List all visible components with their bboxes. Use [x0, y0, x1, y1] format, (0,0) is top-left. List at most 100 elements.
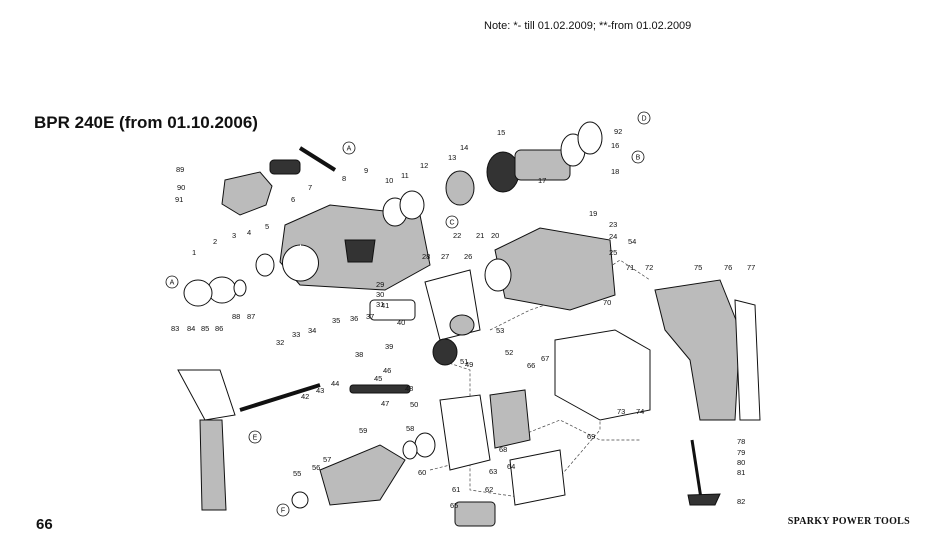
part-label-63: 63	[489, 467, 497, 476]
part-label-59: 59	[359, 426, 367, 435]
part-label-50: 50	[410, 400, 418, 409]
part-label-81: 81	[737, 468, 745, 477]
part-label-57: 57	[323, 455, 331, 464]
part-label-52: 52	[505, 348, 513, 357]
page-title: BPR 240E (from 01.10.2006)	[34, 113, 258, 132]
part-label-73: 73	[617, 407, 625, 416]
callout-a-top: A	[347, 146, 352, 153]
part-label-45: 45	[374, 374, 382, 383]
part-label-39: 39	[385, 342, 393, 351]
part-label-37: 37	[366, 312, 374, 321]
part-label-11: 11	[401, 171, 409, 180]
part-label-14: 14	[460, 143, 468, 152]
part-label-90: 90	[177, 183, 185, 192]
part-label-51: 51	[460, 357, 468, 366]
part-label-62: 62	[485, 485, 493, 494]
part-label-2: 2	[213, 237, 217, 246]
part-label-92: 92	[614, 127, 622, 136]
part-label-60: 60	[418, 468, 426, 477]
part-label-29: 29	[376, 280, 384, 289]
part-label-56: 56	[312, 463, 320, 472]
part-label-17: 17	[538, 176, 546, 185]
part-label-48: 48	[405, 384, 413, 393]
part-label-70: 70	[603, 298, 611, 307]
part-label-36: 36	[350, 314, 358, 323]
part-label-12: 12	[420, 161, 428, 170]
part-label-89: 89	[176, 165, 184, 174]
callout-b: B	[636, 155, 641, 162]
part-label-58: 58	[406, 424, 414, 433]
part-label-28: 28	[422, 252, 430, 261]
part-label-33: 33	[292, 330, 300, 339]
part-label-46: 46	[383, 366, 391, 375]
part-label-41: 41	[381, 301, 389, 310]
part-label-26: 26	[464, 252, 472, 261]
part-label-30: 30	[376, 290, 384, 299]
part-label-88: 88	[232, 312, 240, 321]
part-label-21: 21	[476, 231, 484, 240]
part-label-80: 80	[737, 458, 745, 467]
part-label-3: 3	[232, 231, 236, 240]
part-label-78: 78	[737, 437, 745, 446]
part-label-32: 32	[276, 338, 284, 347]
part-label-42: 42	[301, 392, 309, 401]
footer-brand: SPARKY POWER TOOLS	[787, 516, 910, 527]
part-label-38: 38	[355, 350, 363, 359]
part-label-66: 66	[527, 361, 535, 370]
part-label-7: 7	[308, 183, 312, 192]
part-label-43: 43	[316, 386, 324, 395]
part-label-13: 13	[448, 153, 456, 162]
part-label-19: 19	[589, 209, 597, 218]
part-label-22: 22	[453, 231, 461, 240]
part-label-84: 84	[187, 324, 195, 333]
part-label-34: 34	[308, 326, 316, 335]
part-label-15: 15	[497, 128, 505, 137]
page-number: 66	[36, 516, 53, 533]
part-label-61: 61	[452, 485, 460, 494]
part-label-1: 1	[192, 248, 196, 257]
part-label-4: 4	[247, 228, 251, 237]
callout-d: D	[641, 116, 646, 123]
part-label-55: 55	[293, 469, 301, 478]
part-label-76: 76	[724, 263, 732, 272]
part-label-49: 49	[465, 360, 473, 369]
part-label-10: 10	[385, 176, 393, 185]
part-label-8: 8	[342, 174, 346, 183]
note-text: Note: *- till 01.02.2009; **-from 01.02.…	[484, 20, 692, 32]
part-label-64: 64	[507, 462, 515, 471]
part-label-31: 31	[376, 300, 384, 309]
part-label-35: 35	[332, 316, 340, 325]
part-label-20: 20	[491, 231, 499, 240]
part-label-24: 24	[609, 232, 617, 241]
part-label-25: 25	[609, 248, 617, 257]
part-label-47: 47	[381, 399, 389, 408]
part-label-69: 69	[587, 432, 595, 441]
part-label-91: 91	[175, 195, 183, 204]
part-label-18: 18	[611, 167, 619, 176]
part-label-74: 74	[636, 407, 644, 416]
part-label-44: 44	[331, 379, 339, 388]
part-label-72: 72	[645, 263, 653, 272]
callout-a-left: A	[170, 280, 175, 287]
callout-f: F	[281, 508, 285, 515]
part-label-54: 54	[628, 237, 636, 246]
part-label-53: 53	[496, 326, 504, 335]
part-label-75: 75	[694, 263, 702, 272]
part-label-68: 68	[499, 445, 507, 454]
part-label-5: 5	[265, 222, 269, 231]
callout-c: C	[449, 220, 454, 227]
exploded-view-illustration	[177, 121, 761, 527]
part-label-86: 86	[215, 324, 223, 333]
part-label-77: 77	[747, 263, 755, 272]
part-label-9: 9	[364, 166, 368, 175]
part-label-27: 27	[441, 252, 449, 261]
part-label-83: 83	[171, 324, 179, 333]
part-label-67: 67	[541, 354, 549, 363]
part-label-87: 87	[247, 312, 255, 321]
part-label-6: 6	[291, 195, 295, 204]
part-label-16: 16	[611, 141, 619, 150]
part-label-85: 85	[201, 324, 209, 333]
part-label-79: 79	[737, 448, 745, 457]
